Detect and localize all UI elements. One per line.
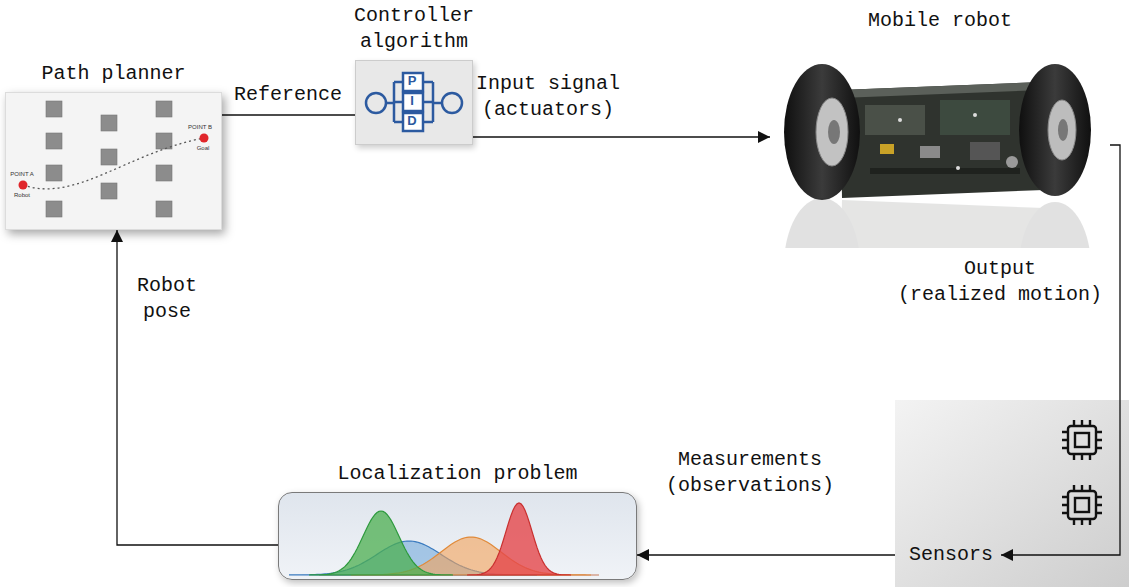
- label-holder: Input signal (actuators): [476, 71, 620, 123]
- edge-label: Output (realized motion): [898, 256, 1102, 308]
- gaussian-curves: [279, 493, 638, 581]
- planner-panel: Path planner: [5, 92, 222, 230]
- node-heading: Localization problem: [337, 461, 577, 487]
- pid-icon: [356, 61, 474, 146]
- node-label: Sensors: [909, 542, 993, 568]
- robot-illustration: [770, 40, 1110, 250]
- node-heading: Mobile robot: [868, 8, 1012, 34]
- edge-label: Measurements (observations): [666, 447, 834, 499]
- connector-arrow: [117, 230, 278, 545]
- label-holder: Reference: [234, 82, 342, 108]
- planned-path: [23, 138, 204, 189]
- label-holder: Output (realized motion): [898, 256, 1102, 308]
- pid-symbol: [366, 73, 462, 131]
- robot-wheels: [784, 64, 1091, 200]
- obstacle-squares: [46, 101, 172, 217]
- edge-label: Reference: [234, 82, 342, 108]
- connector-arrow: [222, 114, 355, 115]
- edge-label: Robot pose: [137, 273, 197, 325]
- robot-reflection: [784, 198, 1091, 248]
- goal-dot: [200, 134, 209, 143]
- connector-arrow: [473, 136, 770, 137]
- text-holder: Controller algorithm: [354, 3, 474, 55]
- map-illustration: [6, 93, 223, 231]
- sensor-panel-ground: [895, 400, 1129, 587]
- text-holder: Localization problem: [337, 461, 577, 487]
- text-holder: Path planner: [41, 61, 185, 87]
- node-heading: Controller algorithm: [354, 3, 474, 55]
- label-holder: Robot pose: [137, 273, 197, 325]
- edge-label: Input signal (actuators): [476, 71, 620, 123]
- robot-body: [840, 82, 1044, 198]
- controller-box: Controller algorithm: [355, 60, 473, 145]
- gaussian-curve: [467, 503, 571, 575]
- sensor-panel: Sensors: [895, 400, 1129, 587]
- connector-arrow: [1001, 145, 1120, 555]
- node-heading: Path planner: [41, 61, 185, 87]
- connector-arrow: [637, 554, 895, 555]
- localization-box: Localization problem: [278, 492, 637, 580]
- robot-node: Mobile robot: [770, 40, 1110, 250]
- text-holder: Sensors: [909, 542, 993, 568]
- gaussian-curve: [309, 511, 453, 575]
- text-holder: Mobile robot: [868, 8, 1012, 34]
- chip-icon: [1062, 485, 1102, 525]
- start-dot: [19, 181, 28, 190]
- label-holder: Measurements (observations): [666, 447, 834, 499]
- chip-icon: [1062, 420, 1102, 460]
